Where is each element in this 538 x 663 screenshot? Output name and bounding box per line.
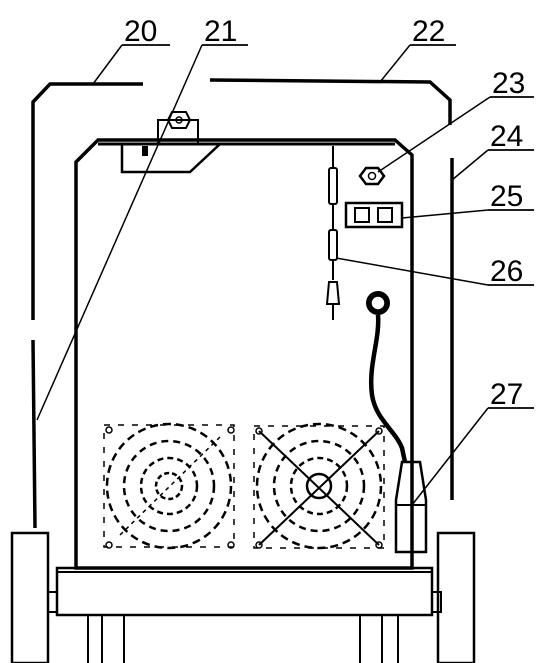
callout-21: 21: [204, 15, 237, 48]
callout-26: 26: [490, 255, 523, 288]
callout-labels: 20 21 22 23 24 25 26 27: [124, 15, 525, 411]
callout-25: 25: [490, 180, 523, 213]
dual-socket-block: [344, 201, 404, 229]
callout-24: 24: [490, 120, 523, 153]
trolley-base: [10, 531, 476, 663]
power-cable: [369, 314, 408, 463]
top-bracket: [120, 119, 224, 174]
outer-frame: [31, 78, 454, 529]
leader-lines: [36, 44, 534, 506]
callout-20: 20: [124, 15, 157, 48]
lifting-eye-icon: [166, 111, 192, 129]
callout-22: 22: [412, 15, 445, 48]
cooling-fan-left: [103, 422, 235, 550]
chain-link-assembly: [325, 146, 341, 320]
power-plug-icon: [394, 460, 428, 554]
callout-23: 23: [492, 67, 525, 100]
cable-gland-icon: [366, 291, 390, 315]
gas-fitting-icon: [358, 166, 386, 186]
callout-27: 27: [490, 378, 523, 411]
cooling-fan-right: [253, 422, 385, 550]
